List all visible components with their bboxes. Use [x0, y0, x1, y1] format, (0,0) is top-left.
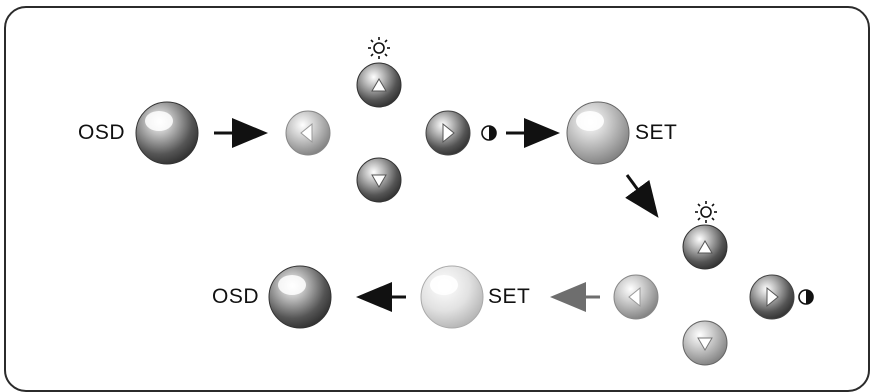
up-button	[356, 62, 402, 108]
right-button	[425, 110, 471, 156]
osd-button	[135, 101, 199, 165]
osd-button	[268, 265, 332, 329]
set-button	[420, 265, 484, 329]
set-label: SET	[488, 285, 531, 308]
left-button	[613, 274, 659, 320]
down-button	[682, 320, 728, 366]
down-button	[356, 157, 402, 203]
osd-label: OSD	[212, 285, 260, 308]
set-label: SET	[635, 121, 678, 144]
left-button	[285, 110, 331, 156]
sun-icon	[368, 37, 390, 59]
right-button	[749, 274, 795, 320]
half-circle-icon	[798, 289, 814, 305]
set-button	[566, 101, 630, 165]
up-button	[682, 224, 728, 270]
osd-label: OSD	[78, 121, 126, 144]
flow-arrow	[625, 174, 659, 218]
half-circle-icon	[481, 125, 497, 141]
sun-icon	[695, 201, 717, 223]
